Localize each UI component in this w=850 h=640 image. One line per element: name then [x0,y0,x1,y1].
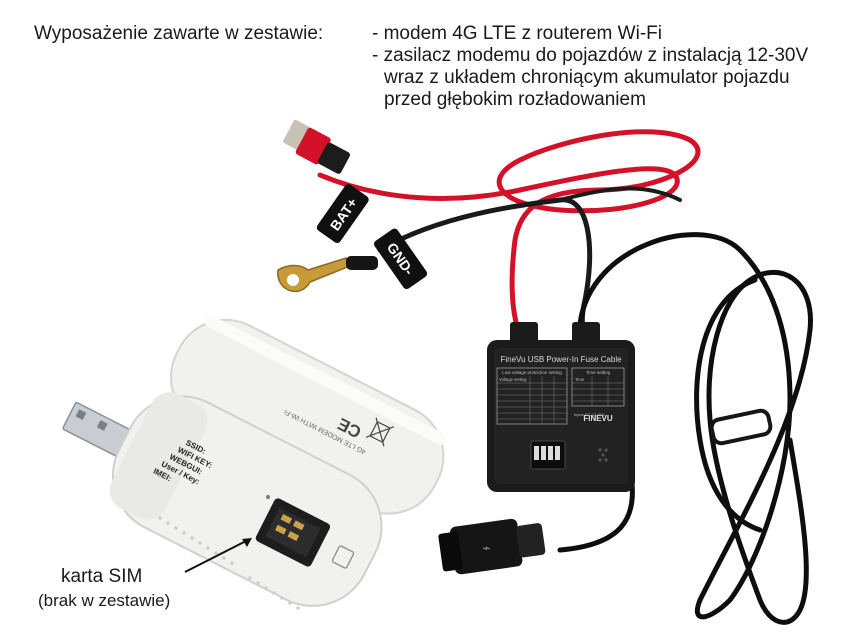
dip-switch [530,440,566,470]
fuse-box-brand: FINEVU [583,414,613,423]
voltage-setting-table: Low voltage protection setting Voltage s… [496,367,568,425]
cable-tie [709,408,773,446]
kit-contents-label: Wyposażenie zawarte w zestawie: [34,23,324,44]
kit-item-power-supply: - zasilacz modemu do pojazdów z instalac… [372,45,809,66]
gnd-tag: GND- [374,228,428,290]
kit-item-modem: - modem 4G LTE z routerem Wi-Fi [372,23,662,44]
red-power-wire [317,129,701,333]
time-table-title: Time setting [586,370,611,375]
sim-pointer-arrow [184,538,252,573]
sim-card-note: (brak w zestawie) [38,591,171,610]
svg-text:⌁: ⌁ [481,539,492,556]
fuse-box-input: Input: DC 12-30V [574,412,605,417]
weee-bin-icon [365,417,395,447]
modem-body: SSID: WIFI KEY: WEBGUI: User / Key: IMEI… [62,392,383,610]
sim-card-caption: karta SIM [61,566,143,587]
time-setting-table: Time setting Time [571,367,625,407]
kit-item-power-supply-line2: wraz z układem chroniącym akumulator poj… [384,67,790,88]
fuse-tap [283,119,351,174]
ring-terminal [277,256,378,293]
fuse-box: FineVu USB Power-In Fuse Cable Low volta… [487,322,635,492]
voltage-col-label: Voltage setting [499,377,527,382]
sim-slot [255,498,331,567]
bat-plus-tag: BAT+ [316,184,369,244]
voltage-table-title: Low voltage protection setting [502,370,562,375]
sim-lock-icon [331,545,355,569]
modem-cap [169,315,447,515]
usb-female-connector: ⌁ [438,518,546,575]
fuse-box-title: FineVu USB Power-In Fuse Cable [500,355,622,364]
time-col-label: Time [575,377,585,382]
led-holes [598,448,608,462]
kit-item-power-supply-line3: przed głębokim rozładowaniem [384,89,646,110]
reset-button [266,495,270,499]
